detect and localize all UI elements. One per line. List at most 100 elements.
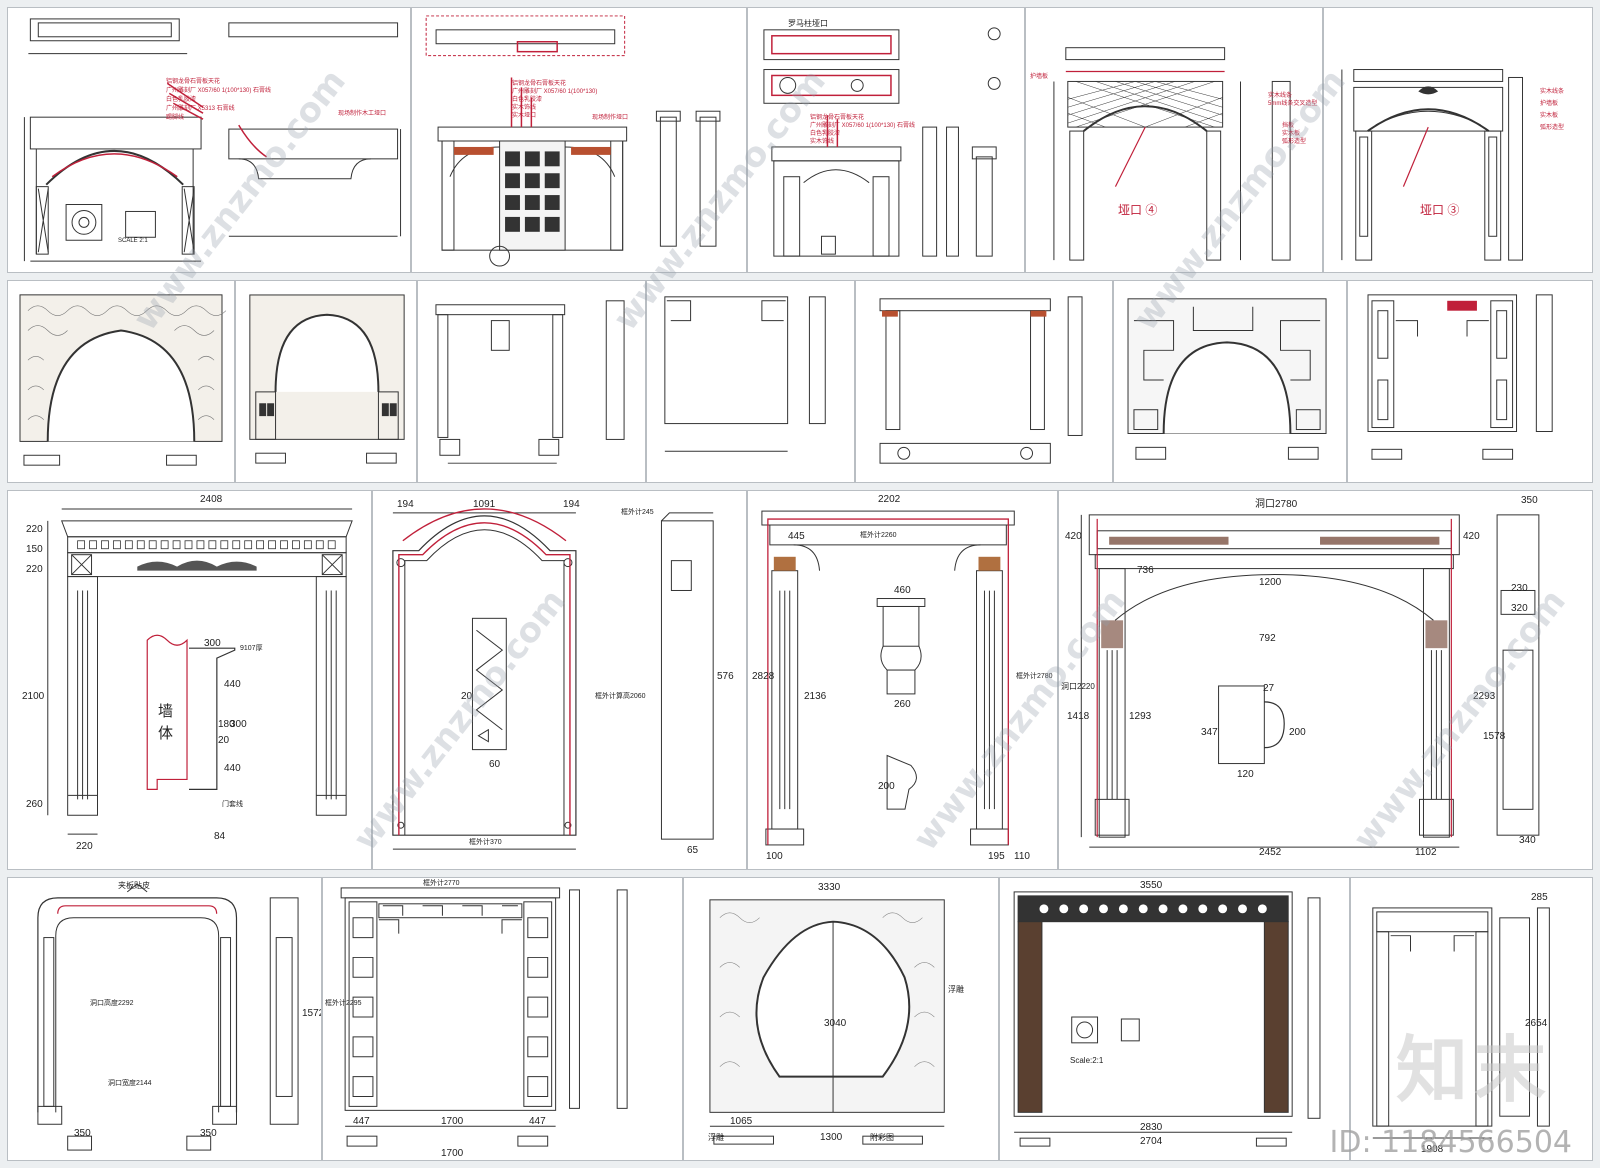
annotation-3: 白色乳胶漆 xyxy=(166,97,197,103)
drawing-panel-5: 垭口 ③ 实木线条 护墙板 实木板 弧形造型 xyxy=(1323,7,1593,273)
dim-110: 110 xyxy=(1014,851,1030,862)
dim-1065: 1065 xyxy=(730,1116,753,1127)
annotation-14: 广州雕刻厂 X057/60 1(100*130) 石膏线 xyxy=(810,123,916,129)
dim-445: 445 xyxy=(788,531,805,542)
veneer-label: 夹板贴皮 xyxy=(118,881,150,890)
dim-420b: 420 xyxy=(1463,531,1480,542)
dim-27: 27 xyxy=(1263,683,1275,694)
panel-17-drawing xyxy=(37,883,299,1151)
dim-194a: 194 xyxy=(397,499,414,510)
dim-1578: 1578 xyxy=(1483,731,1506,742)
panel-7-drawing xyxy=(249,294,405,464)
dim-2202: 2202 xyxy=(878,494,901,505)
drawing-panel-20: 3550 2830 2704 Scale:2:1 xyxy=(999,877,1350,1161)
dim-347: 347 xyxy=(1201,727,1218,738)
annotation-21: 实木板 xyxy=(1282,131,1301,137)
panel-4-drawing xyxy=(1053,47,1291,261)
dim-350: 350 xyxy=(1521,495,1538,506)
dim-2770: 框外计2770 xyxy=(423,880,460,887)
dim-370: 框外计370 xyxy=(469,839,502,846)
panel-title-arch3: 垭口 ③ xyxy=(1420,203,1460,217)
drawing-panel-19: 3330 3040 1065 1300 浮雕 浮雕 附彩图 xyxy=(683,877,999,1161)
dim-350a: 350 xyxy=(74,1128,91,1139)
dim-245: 框外计245 xyxy=(621,509,654,516)
watermark-logo: 知末 xyxy=(1395,1028,1552,1112)
watermark-id: ID: 1184566504 xyxy=(1329,1125,1572,1160)
annotation-5: 踢脚线 xyxy=(166,115,185,121)
panel-13-drawing xyxy=(47,508,353,835)
panel-2-drawing xyxy=(425,15,721,267)
dim-20: 20 xyxy=(218,735,230,746)
dim-447b: 447 xyxy=(529,1116,546,1127)
dim-420a: 420 xyxy=(1065,531,1082,542)
dim-2828: 2828 xyxy=(752,671,775,682)
panel-8-drawing xyxy=(435,300,625,464)
dim-2260: 框外计2260 xyxy=(860,532,897,539)
dim-200: 200 xyxy=(1289,727,1306,738)
dim-1293: 1293 xyxy=(1129,711,1152,722)
wall-label-text: 墙 体 xyxy=(158,703,174,742)
dim-120: 120 xyxy=(1237,769,1254,780)
dim-84: 84 xyxy=(214,831,226,842)
dim-2830: 2830 xyxy=(1140,1122,1163,1133)
dim-230: 230 xyxy=(1511,583,1528,594)
panel-9-drawing xyxy=(664,296,826,452)
dim-2060: 框外计算高2060 xyxy=(595,693,646,700)
drawing-panel-8 xyxy=(417,280,646,483)
wall-label: 墙 体 xyxy=(158,701,173,745)
dim-440a: 440 xyxy=(224,679,241,690)
dim-3330: 3330 xyxy=(818,882,841,893)
dim-1700b: 1700 xyxy=(441,1148,464,1159)
color-ref-label: 附彩图 xyxy=(870,1133,894,1142)
drawing-panel-10 xyxy=(855,280,1113,483)
scale-label: SCALE 2:1 xyxy=(118,238,148,244)
drawing-panel-12 xyxy=(1347,280,1593,483)
dim-1300: 1300 xyxy=(820,1132,843,1143)
dim-3550: 3550 xyxy=(1140,880,1163,891)
dim-1572: 1572 xyxy=(302,1008,321,1019)
panel-12-drawing xyxy=(1367,294,1553,460)
dim-300b: 300 xyxy=(230,719,247,730)
annotation-25: 实木板 xyxy=(1540,113,1559,119)
dim-20: 20 xyxy=(461,691,473,702)
dim-576: 576 xyxy=(717,671,734,682)
dim-440b: 440 xyxy=(224,763,241,774)
drawing-panel-7 xyxy=(235,280,417,483)
dim-2704: 2704 xyxy=(1140,1136,1163,1147)
dim-2144: 洞口宽度2144 xyxy=(108,1080,152,1087)
dim-1908: 1908 xyxy=(1421,1144,1444,1155)
dim-2780: 框外计2780 xyxy=(1016,673,1053,680)
dim-2293: 2293 xyxy=(1473,691,1496,702)
dim-1418: 1418 xyxy=(1067,711,1090,722)
dim-1700: 1700 xyxy=(441,1116,464,1127)
dim-2654: 2654 xyxy=(1525,1018,1548,1029)
annotation-20: 挡板 xyxy=(1282,123,1295,129)
annotation-1: 铝钢龙骨石膏板天花 xyxy=(166,79,221,85)
drawing-panel-18: 框外计2770 框外计2295 1700 447 447 1700 xyxy=(322,877,683,1161)
panel-19-drawing xyxy=(709,899,945,1145)
dim-2220: 洞口2220 xyxy=(1061,682,1095,691)
panel-6-drawing xyxy=(19,294,227,466)
dim-220a: 220 xyxy=(26,524,43,535)
dim-2452: 2452 xyxy=(1259,847,1282,858)
panel-5-drawing xyxy=(1341,69,1524,261)
panel-16-drawing xyxy=(1080,514,1540,848)
dim-340: 340 xyxy=(1519,835,1536,846)
drawing-panel-16: 洞口2780 420 420 736 1200 洞口2220 1418 1293… xyxy=(1058,490,1593,870)
dim-180: 180 xyxy=(218,719,235,730)
dim-260: 260 xyxy=(894,699,911,710)
drawing-panel-11 xyxy=(1113,280,1347,483)
annotation-24: 护墙板 xyxy=(1540,101,1559,107)
dim-2292: 洞口高度2292 xyxy=(90,1000,134,1007)
drawing-panel-4: 垭口 ④ 护墙板 实木线条 5mm线条交叉造型 挡板 实木板 弧形造型 xyxy=(1025,7,1323,273)
drawing-panel-14: 194 1091 194 框外计245 框外计算高2060 框外计370 20 … xyxy=(372,490,747,870)
drawing-panel-6 xyxy=(7,280,235,483)
dim-2295: 框外计2295 xyxy=(325,1000,362,1007)
panel-10-drawing xyxy=(879,296,1083,464)
drawing-panel-2: 铝钢龙骨石膏板天花 广州雕刻厂 X057/60 1(100*130) 白色乳胶漆… xyxy=(411,7,747,273)
dim-195: 195 xyxy=(988,851,1005,862)
panel-11-drawing xyxy=(1127,298,1327,460)
panel-title-arch4: 垭口 ④ xyxy=(1118,203,1158,217)
drawing-panel-17: 夹板贴皮 洞口高度2292 洞口宽度2144 350 350 1572 xyxy=(7,877,322,1161)
annotation-8: 广州雕刻厂 X057/60 1(100*130) xyxy=(512,89,598,95)
